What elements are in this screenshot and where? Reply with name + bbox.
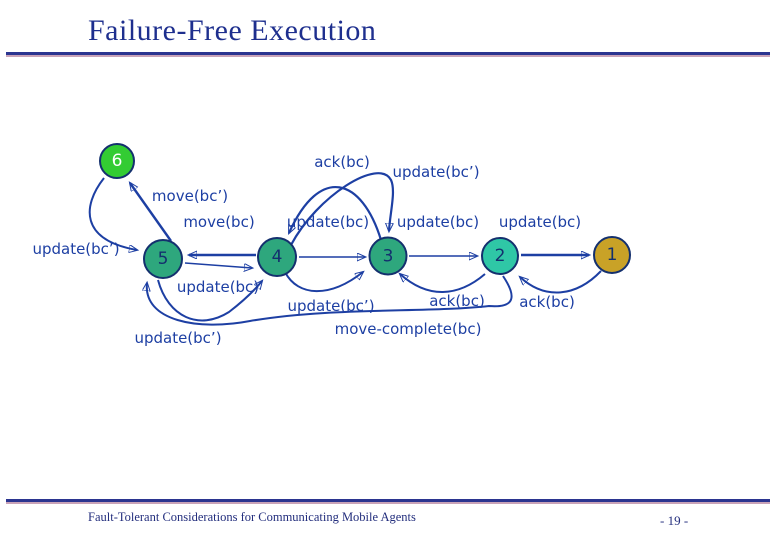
edge-ack-2-to-3 [400, 274, 486, 293]
page-number: - 19 - [660, 513, 689, 528]
label-update-bc-below: update(bc) [176, 278, 260, 296]
title-divider-pink-line [6, 55, 770, 57]
label-update-bc-prime-bottom-left: update(bc’) [134, 329, 222, 347]
node-3: 3 [368, 236, 408, 276]
node-5: 5 [143, 239, 183, 279]
edge-update-4-to-3-top [290, 172, 395, 246]
node-6-label: 6 [111, 151, 123, 171]
label-move-complete-bc: move-complete(bc) [334, 320, 482, 338]
footer-divider [6, 499, 770, 504]
label-update-bc-prime-left: update(bc’) [32, 240, 120, 258]
label-ack-bc-right: ack(bc) [519, 293, 575, 311]
slide-title: Failure-Free Execution [88, 14, 377, 47]
edge-update-5-to-4-deep [157, 280, 262, 322]
edge-update-4-to-3-bottom [284, 272, 363, 293]
label-update-bc-1: update(bc) [286, 213, 370, 231]
node-1-label: 1 [606, 245, 618, 265]
label-update-bc-2: update(bc) [396, 213, 480, 231]
node-4: 4 [257, 237, 297, 277]
edge-move-5-to-4-thin [184, 262, 252, 268]
edge-move-5-to-6 [130, 183, 172, 242]
node-4-label: 4 [271, 247, 283, 267]
edge-move-complete-2-to-5 [147, 275, 513, 326]
label-ack-bc-mid: ack(bc) [429, 292, 485, 310]
edge-update-6-to-5 [88, 177, 137, 250]
label-move-bc-prime: move(bc’) [151, 187, 229, 205]
title-divider [6, 52, 770, 57]
node-1: 1 [593, 236, 631, 274]
footer-divider-pink-line [6, 502, 770, 504]
node-6: 6 [99, 143, 135, 179]
label-ack-bc-top: ack(bc) [314, 153, 370, 171]
footer-divider-navy-line [6, 499, 770, 502]
label-update-bc-prime-top: update(bc’) [392, 163, 480, 181]
node-2: 2 [481, 237, 519, 275]
node-5-label: 5 [157, 249, 169, 269]
edge-ack-3-to-4-top [287, 186, 383, 241]
label-update-bc-3: update(bc) [498, 213, 582, 231]
node-3-label: 3 [382, 246, 394, 266]
label-update-bc-prime-mid: update(bc’) [287, 297, 375, 315]
node-2-label: 2 [494, 246, 506, 266]
edge-ack-1-to-2 [520, 270, 602, 294]
label-move-bc: move(bc) [183, 213, 255, 231]
title-divider-navy-line [6, 52, 770, 55]
footer-title: Fault-Tolerant Considerations for Commun… [88, 510, 416, 524]
